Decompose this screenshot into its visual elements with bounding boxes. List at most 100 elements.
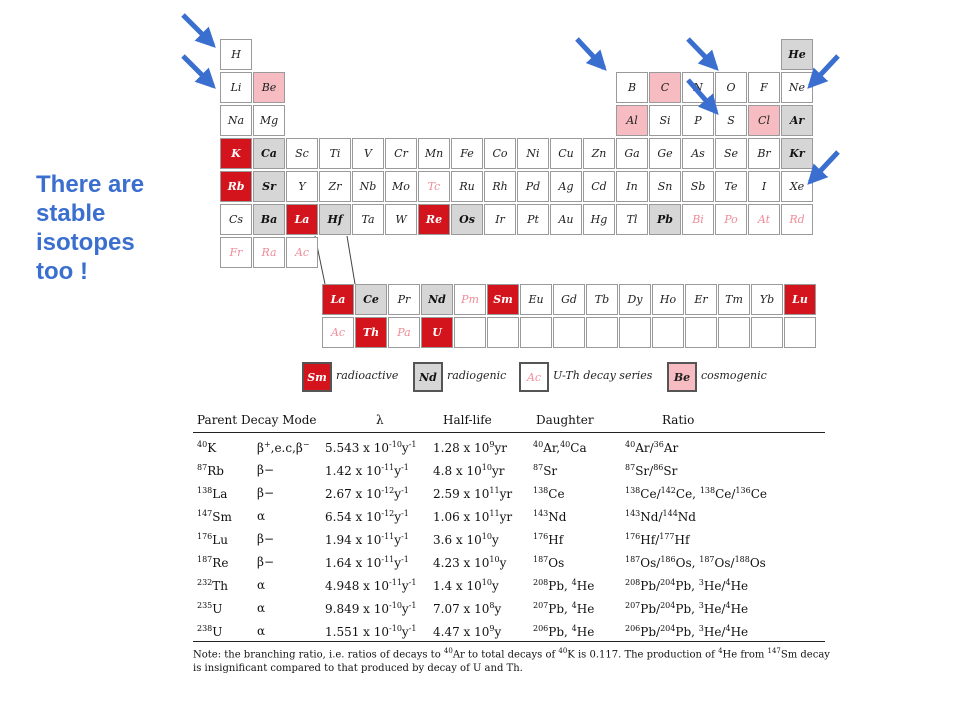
re-element-empty-22 [553,317,585,348]
table-cell-mode: β− [257,486,274,500]
re-element-yb: Yb [751,284,783,315]
rare-earth-connector-right [346,235,356,285]
arrow-icon [181,13,216,48]
element-be: Be [253,72,285,103]
element-fr: Fr [220,237,252,268]
element-ta: Ta [352,204,384,235]
legend-label-cosmogenic: cosmogenic [701,369,767,382]
re-element-la: La [322,284,354,315]
table-cell-half: 4.23 x 1010y [433,555,507,570]
element-ac: Ac [286,237,318,268]
re-element-empty-29 [784,317,816,348]
table-cell-mode: α [257,601,266,615]
element-sr: Sr [253,171,285,202]
column-header: Daughter [536,413,594,427]
element-sc: Sc [286,138,318,169]
table-cell-parent: 87Rb [197,463,224,478]
table-cell-lambda: 6.54 x 10-12y-1 [325,509,409,524]
element-pt: Pt [517,204,549,235]
legend-label-radiogenic: radiogenic [447,369,507,382]
table-cell-mode: β− [257,463,274,477]
table-cell-half: 7.07 x 108y [433,601,502,616]
table-cell-parent: 40K [197,440,217,455]
element-v: V [352,138,384,169]
arrow-icon [575,37,607,71]
element-ra: Ra [253,237,285,268]
element-re: Re [418,204,450,235]
table-cell-mode: β− [257,532,274,546]
table-cell-daughter: 208Pb, 4He [533,578,595,593]
element-k: K [220,138,252,169]
re-element-empty-26 [685,317,717,348]
element-o: O [715,72,747,103]
legend-swatch-radiogenic: Nd [413,362,443,392]
element-se: Se [715,138,747,169]
table-cell-ratio: 138Ce/142Ce, 138Ce/136Ce [625,486,767,501]
element-zn: Zn [583,138,615,169]
re-element-ho: Ho [652,284,684,315]
element-cu: Cu [550,138,582,169]
legend-swatch-cosmogenic: Be [667,362,697,392]
element-hf: Hf [319,204,351,235]
element-bi: Bi [682,204,714,235]
element-cr: Cr [385,138,417,169]
table-cell-parent: 235U [197,601,223,616]
table-cell-lambda: 1.64 x 10-11y-1 [325,555,409,570]
re-element-gd: Gd [553,284,585,315]
table-cell-ratio: 206Pb/204Pb, 3He/4He [625,624,749,639]
element-rd: Rd [781,204,813,235]
element-h: H [220,39,252,70]
element-br: Br [748,138,780,169]
table-cell-daughter: 187Os [533,555,565,570]
table-note: Note: the branching ratio, i.e. ratios o… [193,647,830,675]
element-te: Te [715,171,747,202]
re-element-empty-27 [718,317,750,348]
element-i: I [748,171,780,202]
element-ar: Ar [781,105,813,136]
re-element-tb: Tb [586,284,618,315]
table-cell-ratio: 87Sr/86Sr [625,463,678,478]
re-element-empty-23 [586,317,618,348]
element-s: S [715,105,747,136]
re-element-ce: Ce [355,284,387,315]
re-element-pm: Pm [454,284,486,315]
re-element-empty-20 [487,317,519,348]
element-ga: Ga [616,138,648,169]
element-ni: Ni [517,138,549,169]
table-cell-daughter: 176Hf [533,532,564,547]
element-as: As [682,138,714,169]
legend-label-radioactive: radioactive [336,369,399,382]
arrow-icon [686,78,719,116]
table-cell-lambda: 5.543 x 10-10y-1 [325,440,417,455]
re-element-lu: Lu [784,284,816,315]
re-element-sm: Sm [487,284,519,315]
table-cell-ratio: 207Pb/204Pb, 3He/4He [625,601,749,616]
table-cell-half: 1.06 x 1011yr [433,509,513,524]
re-element-empty-28 [751,317,783,348]
element-w: W [385,204,417,235]
element-cd: Cd [583,171,615,202]
element-fe: Fe [451,138,483,169]
legend-swatch-decay: Ac [519,362,549,392]
element-b: B [616,72,648,103]
table-cell-daughter: 143Nd [533,509,567,524]
table-cell-lambda: 1.551 x 10-10y-1 [325,624,417,639]
element-os: Os [451,204,483,235]
column-header: λ [376,413,384,427]
element-c: C [649,72,681,103]
element-he: He [781,39,813,70]
element-f: F [748,72,780,103]
element-cl: Cl [748,105,780,136]
re-element-dy: Dy [619,284,651,315]
element-at: At [748,204,780,235]
legend-swatch-radioactive: Sm [302,362,332,392]
table-cell-daughter: 138Ce [533,486,565,501]
re-element-empty-19 [454,317,486,348]
table-cell-half: 4.47 x 109y [433,624,502,639]
element-si: Si [649,105,681,136]
